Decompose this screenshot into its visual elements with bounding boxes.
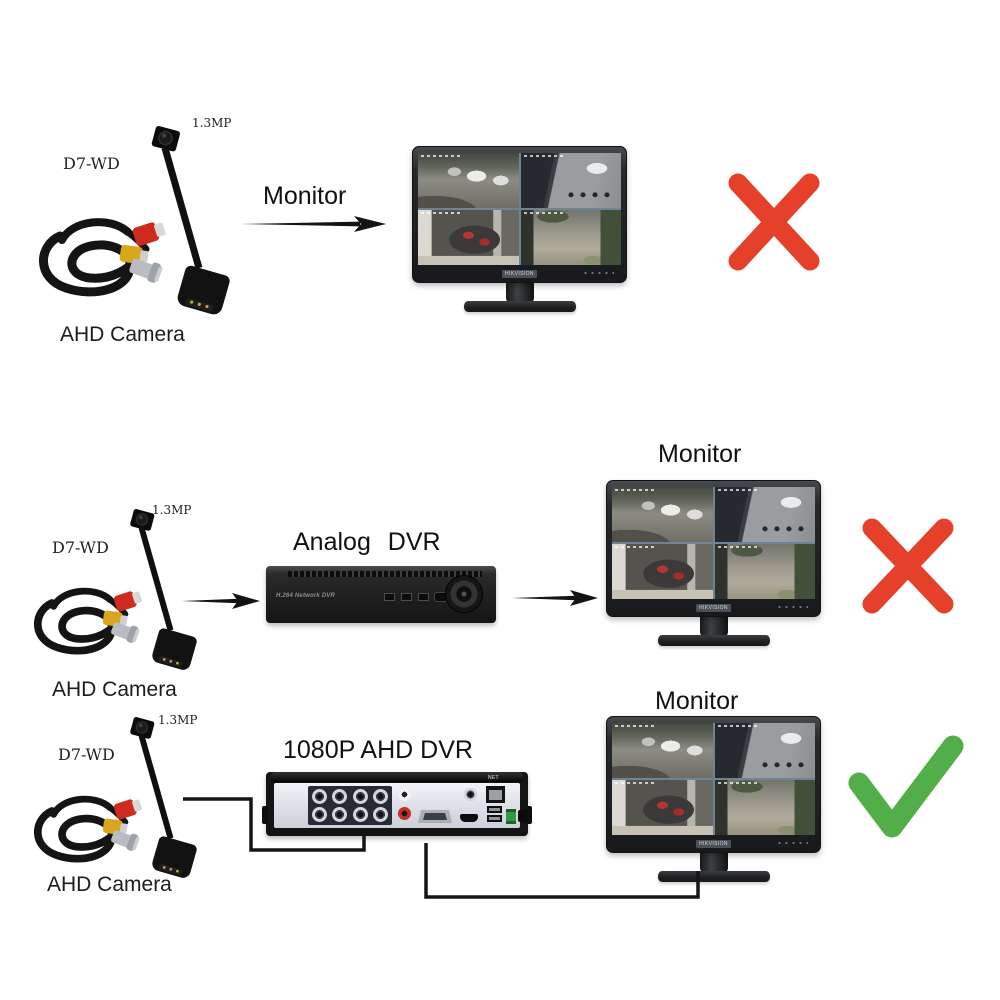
camera-mp-label: 1.3MP	[192, 116, 232, 130]
mounting-ear	[526, 806, 532, 824]
monitor-bezel: HIKVISION	[606, 480, 821, 617]
monitor-stand-base	[657, 635, 770, 646]
cctv-view-driveway	[714, 487, 815, 542]
monitor-stand-neck	[505, 282, 534, 303]
monitor-buttons	[582, 271, 614, 275]
cctv-view-path	[714, 780, 815, 835]
ahd-camera-label: AHD Camera	[52, 678, 177, 701]
bnc-port	[372, 807, 388, 822]
bnc-port	[352, 789, 368, 804]
net-port-label: NET	[488, 775, 499, 781]
monitor-stand-neck	[699, 616, 728, 637]
bnc-port	[332, 789, 348, 804]
monitor-chin: HIKVISION	[418, 265, 621, 282]
dvr-rear-panel: NET	[274, 775, 527, 828]
mounting-ear	[262, 806, 268, 824]
ahd-camera-graphic	[32, 118, 237, 333]
bnc-video-inputs	[308, 786, 392, 825]
cctv-view-parking	[612, 723, 713, 778]
hikvision-logo: HIKVISION	[502, 269, 537, 278]
cctv-view-path	[520, 210, 621, 265]
monitor-graphic: HIKVISION	[412, 146, 627, 312]
flow-arrow	[182, 593, 260, 609]
dvr-nav-pad	[445, 575, 483, 613]
usb-port	[487, 815, 502, 822]
camera-mp-label: 1.3MP	[152, 503, 192, 517]
monitor-stand-neck	[699, 852, 728, 873]
monitor-chin: HIKVISION	[612, 599, 815, 616]
monitor-stand-base	[463, 301, 576, 312]
monitor-label: Monitor	[263, 182, 347, 210]
cctv-view-path	[714, 544, 815, 599]
bnc-port	[312, 789, 328, 804]
hdmi-port	[460, 814, 478, 822]
analog-dvr-label: Analog DVR	[293, 528, 441, 556]
cctv-view-bikes	[612, 780, 713, 835]
audio-out-port	[398, 788, 411, 801]
monitor-graphic: HIKVISION	[606, 716, 821, 882]
usb-port	[487, 806, 502, 813]
monitor-label: Monitor	[655, 687, 739, 715]
green-check-icon	[848, 735, 964, 838]
bnc-port	[372, 789, 388, 804]
ahd-camera-label: AHD Camera	[47, 873, 172, 896]
dvr-buttons	[384, 593, 429, 601]
cctv-quad-view	[418, 153, 621, 265]
flow-arrow	[240, 216, 386, 232]
monitor-buttons	[776, 841, 808, 845]
vga-port	[418, 810, 452, 823]
video-out-port	[464, 788, 477, 801]
monitor-label: Monitor	[658, 440, 742, 468]
cctv-view-parking	[418, 153, 519, 208]
camera-model-label: D7-WD	[52, 538, 109, 557]
hikvision-logo: HIKVISION	[696, 603, 731, 612]
bnc-port	[312, 807, 328, 822]
bnc-port	[352, 807, 368, 822]
ahd-camera-label: AHD Camera	[60, 323, 185, 346]
monitor-bezel: HIKVISION	[606, 716, 821, 853]
camera-model-label: D7-WD	[58, 745, 115, 764]
monitor-bezel: HIKVISION	[412, 146, 627, 283]
ahd-dvr-graphic: NET	[262, 772, 532, 836]
cctv-quad-view	[612, 723, 815, 835]
monitor-buttons	[776, 605, 808, 609]
analog-dvr-graphic: H.264 Network DVR	[266, 566, 496, 623]
flow-arrow	[512, 590, 598, 606]
monitor-graphic: HIKVISION	[606, 480, 821, 646]
hikvision-logo: HIKVISION	[696, 839, 731, 848]
monitor-chin: HIKVISION	[612, 835, 815, 852]
camera-model-label: D7-WD	[63, 154, 120, 173]
ahd-dvr-label: 1080P AHD DVR	[283, 736, 473, 764]
bnc-port	[332, 807, 348, 822]
cctv-view-bikes	[418, 210, 519, 265]
cctv-view-driveway	[520, 153, 621, 208]
ahd-camera-graphic	[28, 710, 203, 894]
cctv-quad-view	[612, 487, 815, 599]
power-jack	[518, 810, 527, 822]
cctv-view-driveway	[714, 723, 815, 778]
dvr-vent	[288, 571, 482, 577]
monitor-stand-base	[657, 871, 770, 882]
camera-mp-label: 1.3MP	[158, 713, 198, 727]
rs485-terminal	[506, 809, 516, 824]
dvr-front-text: H.264 Network DVR	[276, 593, 336, 599]
red-cross-icon	[728, 173, 820, 271]
ethernet-port	[486, 786, 505, 803]
cctv-view-parking	[612, 487, 713, 542]
audio-in-port	[398, 807, 411, 820]
red-cross-icon	[862, 518, 954, 614]
ahd-camera-graphic	[28, 502, 203, 686]
cctv-view-bikes	[612, 544, 713, 599]
